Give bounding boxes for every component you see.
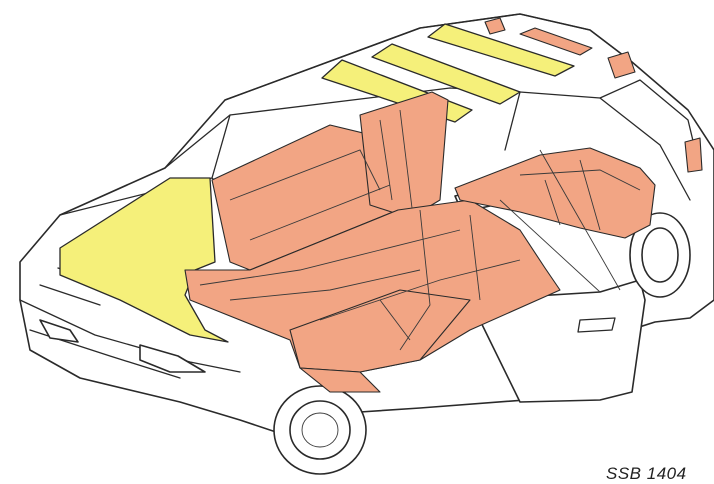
figure-code: SSB 1404: [606, 464, 687, 484]
pillar-pad: [685, 138, 702, 172]
front-seat-back: [360, 92, 448, 218]
